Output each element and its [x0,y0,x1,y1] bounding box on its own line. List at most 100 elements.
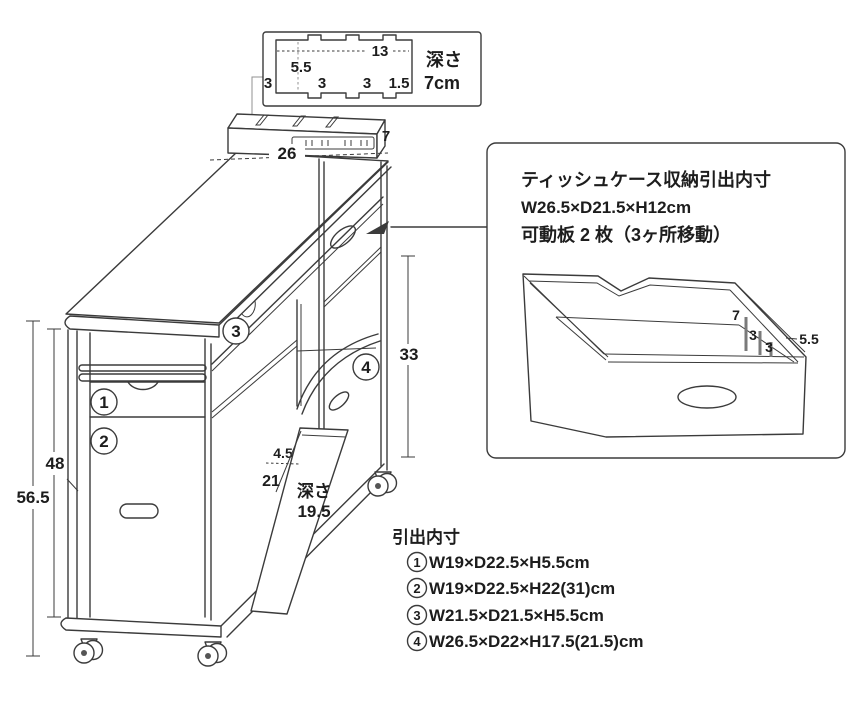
caster-hub-1 [81,650,87,656]
dim-3a: 3 [264,75,272,92]
dim-1-5: 1.5 [389,75,410,92]
tissue-drawer-bottom-1 [323,246,382,303]
drawer-floor-left [555,316,607,361]
pocket-front-panel [250,427,349,615]
marker2-circle [90,427,118,455]
drawer-left-rim-inner [529,282,609,358]
marker4-circle [352,353,380,381]
front-rail-1 [78,364,207,372]
drawer1-handle-notch [127,381,159,391]
list-circle-2 [406,577,428,599]
dim-5-5: 5.5 [291,59,312,76]
callout-title: ティッシュケース収納引出内寸 [521,169,771,190]
tray-top-view-detail: 13 5.5 3 3 3 1.5 深さ 7cm [251,31,482,121]
marker3-number: 3 [231,322,240,341]
dim-13: 13 [372,43,389,60]
marker1-number: 1 [99,393,108,412]
dim-33: 33 [400,345,419,364]
slot-dim-5-5: 5.5 [799,331,819,347]
dim-3b: 3 [318,75,326,92]
tissue-case-callout: ティッシュケース収納引出内寸 W26.5×D21.5×H12cm 可動板 2 枚… [366,142,846,459]
drawer-floor-back [555,316,740,326]
list-item-3: W21.5×D21.5×H5.5cm [429,606,604,625]
drawer-right-rim-outer [737,285,806,353]
depth-value: 7cm [424,73,460,93]
cabinet-right-face [211,158,384,615]
dim-21: 21 [262,473,280,490]
marker3-circle [222,317,250,345]
drawer-back-rim-inner [528,280,731,297]
tray-divider-slot-2 [291,115,307,127]
outlet-strip [291,136,375,150]
top-board-face [65,151,389,324]
cabinet-front-face [60,329,391,638]
drawer-floor-right [738,324,795,363]
tray-dim-7: 7 [382,128,390,145]
list-num-3: 3 [413,608,420,623]
top-board-side-edge-1 [218,161,389,326]
tissue-drawer-bottom-2 [323,251,382,308]
list-num-1: 1 [413,555,420,570]
slot-dim-3b: 3 [765,339,773,355]
pocket-depth-value: 19.5 [297,502,330,521]
pocket-depth-word: 深さ [297,481,331,501]
list-circle-4 [406,630,428,652]
marker1-circle [90,388,118,416]
cabinet-drawing: 7 26 [60,113,398,667]
front-rail-2 [78,373,207,382]
drawer-right-rim-inner [729,289,799,363]
pocket-rear-rail [296,347,377,352]
slot-dim-55-tick [785,337,798,340]
callout-note: 可動板 2 枚（3ヶ所移動） [521,224,731,245]
diagram-markers: 1 2 3 4 [90,317,380,455]
casters [73,471,398,667]
drawer-size-list: 引出内寸 1 W19×D22.5×H5.5cm 2 W19×D22.5×H22(… [392,527,644,652]
list-item-2: W19×D22.5×H22(31)cm [429,579,615,598]
drawer3-handle-notch [241,300,256,318]
depth-word: 深さ [426,49,462,70]
list-item-4: W26.5×D22×H17.5(21.5)cm [429,632,644,651]
slot-dim-7: 7 [732,307,740,323]
drawer-handle-hole [677,385,737,409]
dim-48: 48 [46,454,65,473]
slot-dim-3a: 3 [749,327,757,343]
dim-56-5: 56.5 [16,488,49,507]
callout-arrow-head [366,221,389,234]
tissue-drawer-finger-hole [329,225,357,249]
shelf-edge-1 [211,339,298,413]
marker4-number: 4 [361,358,371,377]
dim21-leader [275,430,302,493]
tray-dim-26-line [209,152,389,161]
top-board-side-edge-2 [223,166,392,332]
dim-3c: 3 [363,75,371,92]
tissue-drawer-illustration: 7 3 3 5.5 [522,273,819,438]
drawer-front-rim-inner [607,361,799,364]
caster-hub-2 [205,653,211,659]
tray-dim-26: 26 [278,144,297,163]
side-panel-corner [66,478,79,492]
pocket-front-panel-edge [301,434,347,438]
drawer2-handle-hole [119,503,159,519]
shelf-edge-2 [211,345,298,419]
magazine-panel-slot [328,391,350,411]
label-bg [269,144,305,161]
caster-hub-3 [375,483,381,489]
tray-outline-top-view [275,34,413,99]
base-rail-front [60,617,222,638]
callout-size: W26.5×D21.5×H12cm [521,198,691,217]
list-title: 引出内寸 [392,527,460,547]
list-num-2: 2 [413,581,420,596]
marker2-number: 2 [99,432,108,451]
tray-divider-slot-3 [324,116,340,128]
list-circle-1 [406,551,428,573]
top-tray-unit: 7 26 [209,113,390,163]
magazine-panel-curve-1 [296,333,379,410]
top-board-front-edge [64,315,220,338]
magazine-panel-curve-2 [301,340,381,415]
detail-leader-line [251,76,263,121]
list-num-4: 4 [413,634,421,649]
dim-4-5: 4.5 [273,445,293,461]
dim45-line [265,462,300,465]
list-item-1: W19×D22.5×H5.5cm [429,553,590,572]
